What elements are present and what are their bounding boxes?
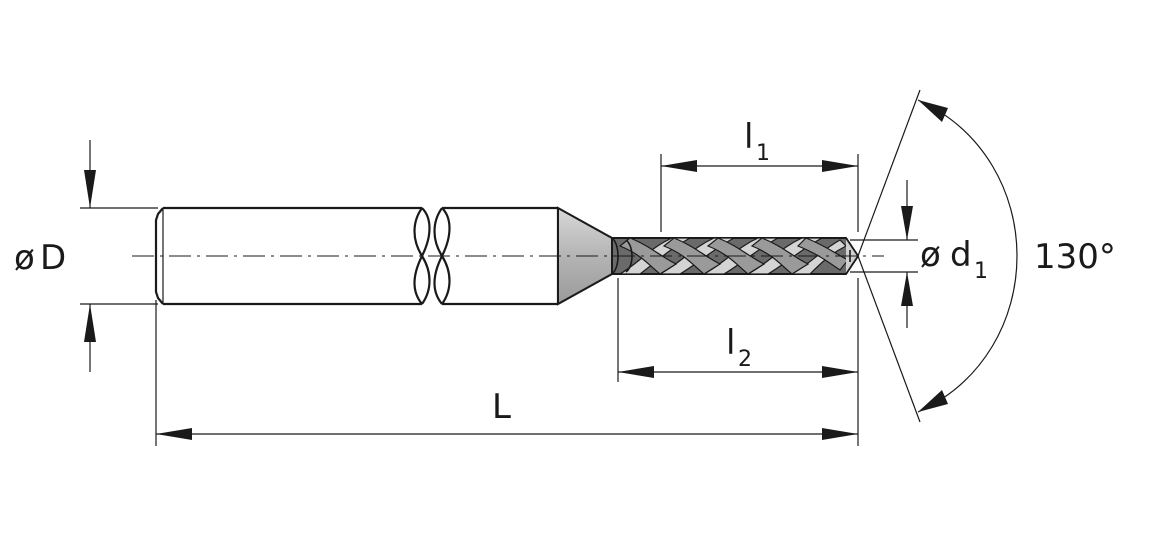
body-length-label: l xyxy=(726,323,735,363)
shank-diameter-symbol: ø xyxy=(14,238,35,278)
flute-length-label: l xyxy=(744,117,753,157)
tip-diameter-subscript: 1 xyxy=(974,259,988,284)
tip-diameter-label: d xyxy=(950,235,972,275)
overall-length-label: L xyxy=(492,387,511,427)
flute-length-dimension xyxy=(660,154,859,232)
overall-length-dimension xyxy=(155,300,859,446)
shank-diameter-dimension xyxy=(80,140,158,372)
body-length-dimension xyxy=(617,278,859,382)
tip-diameter-symbol: ø xyxy=(920,235,941,275)
shank-diameter-label: D xyxy=(40,238,66,278)
body-length-subscript: 2 xyxy=(738,347,752,372)
tip-diameter-dimension xyxy=(850,180,918,328)
point-angle-label: 130° xyxy=(1034,237,1116,277)
flute-length-subscript: 1 xyxy=(756,141,770,166)
point-angle-dimension xyxy=(857,89,1018,423)
